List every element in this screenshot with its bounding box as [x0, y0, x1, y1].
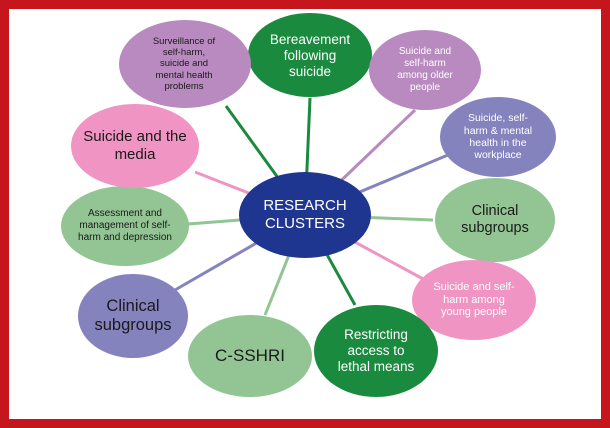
node-label-lethal-means: Restricting access to lethal means — [337, 327, 415, 374]
node-label-surveillance: Surveillance of self-harm, suicide and m… — [152, 35, 216, 92]
node-label-clinical-right: Clinical subgroups — [461, 202, 529, 236]
node-clinical-right — [435, 178, 555, 262]
node-label-assessment: Assessment and management of self- harm … — [78, 208, 172, 243]
node-assessment — [61, 186, 189, 266]
node-c-sshri — [188, 315, 312, 397]
node-clinical-left — [78, 274, 188, 358]
node-workplace — [440, 97, 556, 177]
center-label: RESEARCH CLUSTERS — [263, 197, 347, 232]
node-label-young-people: Suicide and self- harm among young peopl… — [433, 280, 515, 319]
node-bereavement — [248, 13, 372, 97]
node-label-workplace: Suicide, self- harm & mental health in t… — [463, 112, 533, 162]
node-label-c-sshri: C-SSHRI — [215, 345, 285, 365]
node-label-older-people: Suicide and self-harm among older people — [397, 46, 453, 93]
node-label-media: Suicide and the media — [83, 128, 187, 163]
node-lethal-means — [314, 305, 438, 397]
cluster-nodes — [61, 13, 556, 397]
node-young-people — [412, 260, 536, 340]
node-research-clusters — [239, 172, 371, 258]
node-media — [71, 104, 199, 188]
node-older-people — [369, 30, 481, 110]
node-surveillance — [119, 20, 251, 108]
node-label-bereavement: Bereavement following suicide — [269, 32, 351, 79]
node-label-clinical-left: Clinical subgroups — [94, 296, 172, 334]
